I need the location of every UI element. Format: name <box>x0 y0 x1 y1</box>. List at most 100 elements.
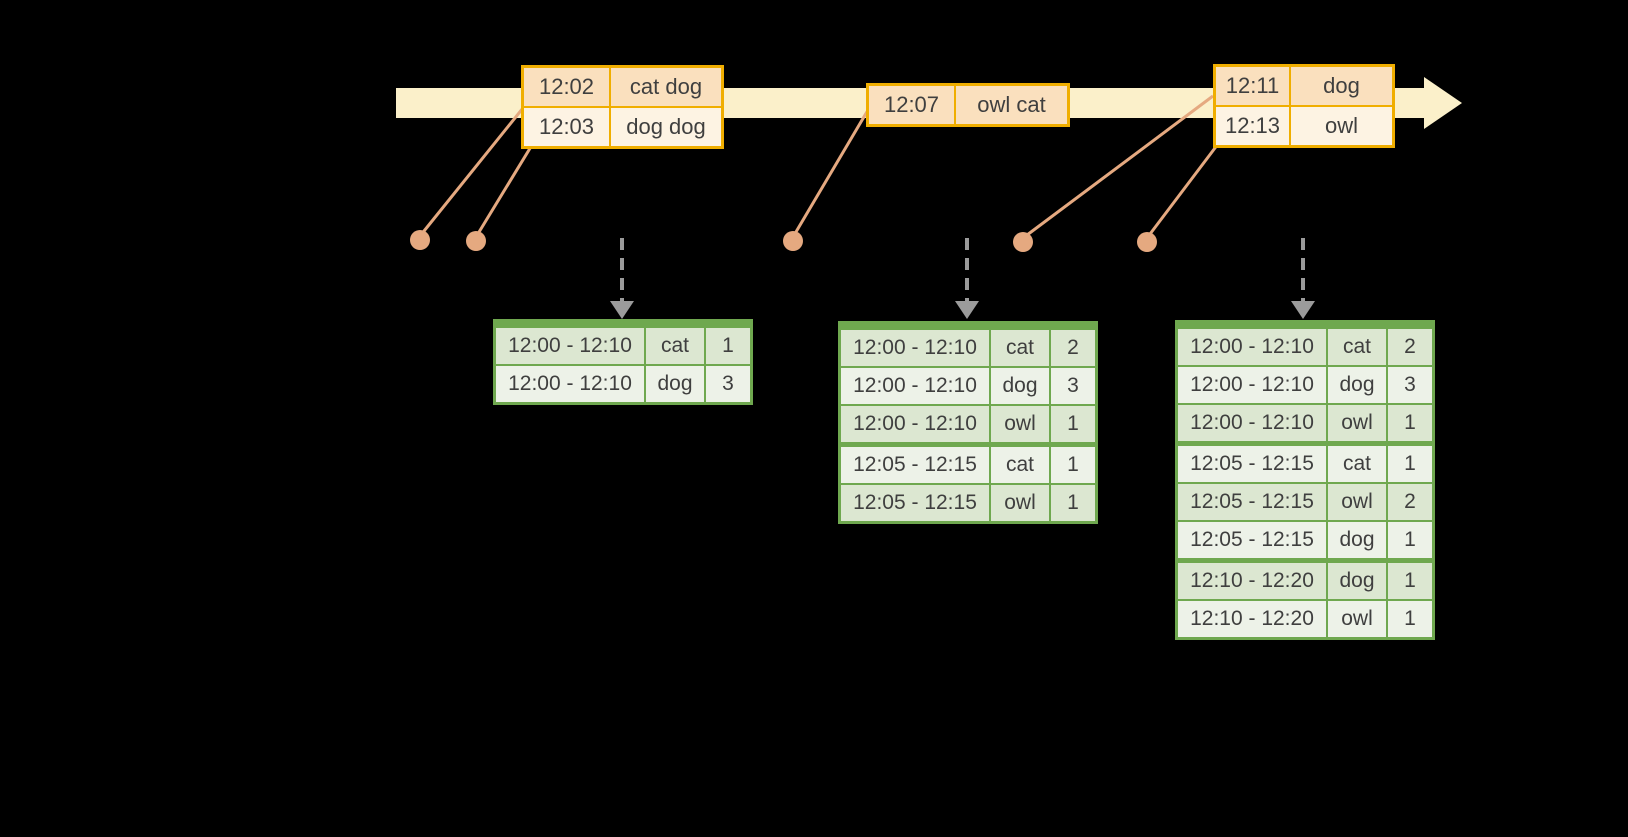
table-cell-word: dog <box>991 368 1049 404</box>
table-cell-window: 12:00 - 12:10 <box>1178 329 1326 365</box>
table-cell-count: 1 <box>1388 563 1432 599</box>
event-dots <box>410 230 1157 252</box>
table-cell-word: cat <box>991 330 1049 366</box>
table-cell-word: owl <box>1328 405 1386 441</box>
table-cell-window: 12:05 - 12:15 <box>841 447 989 483</box>
event-words: dog dog <box>611 108 721 146</box>
event-time: 12:07 <box>869 86 954 124</box>
table-cell-count: 1 <box>1388 601 1432 637</box>
event-words: owl <box>1291 107 1392 145</box>
table-cell-count: 1 <box>1388 405 1432 441</box>
table-cell-window: 12:00 - 12:10 <box>496 328 644 364</box>
table-cell-window: 12:00 - 12:10 <box>841 368 989 404</box>
table-cell-window: 12:00 - 12:10 <box>841 330 989 366</box>
leader-line <box>1022 94 1214 240</box>
event-dot <box>1013 232 1033 252</box>
table-cell-word: owl <box>991 406 1049 442</box>
table-cell-count: 1 <box>1051 485 1095 521</box>
table-cell-count: 1 <box>1051 406 1095 442</box>
table-cell-window: 12:10 - 12:20 <box>1178 563 1326 599</box>
event-time: 12:11 <box>1216 67 1289 105</box>
event-box-1211-1213: 12:11 dog 12:13 owl <box>1213 64 1395 148</box>
table-cell-count: 1 <box>1051 447 1095 483</box>
table-cell-word: owl <box>991 485 1049 521</box>
event-dot <box>466 231 486 251</box>
table-cell-word: dog <box>1328 522 1386 558</box>
table-cell-count: 3 <box>706 366 750 402</box>
arrow-down-icon <box>1291 301 1315 319</box>
table-cell-window: 12:05 - 12:15 <box>1178 484 1326 520</box>
arrow-down-icon <box>610 301 634 319</box>
event-dot <box>783 231 803 251</box>
table-cell-word: owl <box>1328 601 1386 637</box>
table-cell-count: 2 <box>1388 484 1432 520</box>
table-cell-count: 1 <box>706 328 750 364</box>
event-words: owl cat <box>956 86 1067 124</box>
event-row: 12:11 dog <box>1216 67 1392 105</box>
leader-line <box>791 109 870 238</box>
trigger-arrowheads <box>610 301 1315 319</box>
table-cell-word: cat <box>1328 329 1386 365</box>
table-cell-window: 12:05 - 12:15 <box>841 485 989 521</box>
trigger-arrows <box>620 238 1305 303</box>
table-cell-count: 2 <box>1051 330 1095 366</box>
event-dot <box>410 230 430 250</box>
table-cell-window: 12:00 - 12:10 <box>1178 367 1326 403</box>
event-row: 12:03 dog dog <box>524 108 721 146</box>
leader-line <box>474 144 534 238</box>
table-cell-word: dog <box>646 366 704 402</box>
table-cell-count: 2 <box>1388 329 1432 365</box>
event-dot <box>1137 232 1157 252</box>
event-box-1202-1203: 12:02 cat dog 12:03 dog dog <box>521 65 724 149</box>
event-words: cat dog <box>611 68 721 106</box>
table-cell-count: 1 <box>1388 446 1432 482</box>
table-cell-word: dog <box>1328 367 1386 403</box>
leader-line <box>418 107 525 237</box>
table-cell-count: 3 <box>1051 368 1095 404</box>
event-row: 12:13 owl <box>1216 107 1392 145</box>
table-cell-window: 12:10 - 12:20 <box>1178 601 1326 637</box>
event-box-1207: 12:07 owl cat <box>866 83 1070 127</box>
timeline-arrowhead-icon <box>1424 77 1462 129</box>
table-cell-word: cat <box>991 447 1049 483</box>
table-cell-count: 1 <box>1388 522 1432 558</box>
event-row: 12:02 cat dog <box>524 68 721 106</box>
table-cell-window: 12:00 - 12:10 <box>841 406 989 442</box>
event-time: 12:13 <box>1216 107 1289 145</box>
table-cell-window: 12:05 - 12:15 <box>1178 446 1326 482</box>
table-cell-window: 12:05 - 12:15 <box>1178 522 1326 558</box>
event-words: dog <box>1291 67 1392 105</box>
leader-line <box>1145 143 1220 239</box>
table-cell-word: owl <box>1328 484 1386 520</box>
table-cell-word: dog <box>1328 563 1386 599</box>
table-cell-word: cat <box>646 328 704 364</box>
event-row: 12:07 owl cat <box>869 86 1067 124</box>
event-time: 12:02 <box>524 68 609 106</box>
table-cell-window: 12:00 - 12:10 <box>496 366 644 402</box>
arrow-down-icon <box>955 301 979 319</box>
leader-lines <box>418 94 1220 240</box>
event-time: 12:03 <box>524 108 609 146</box>
table-cell-word: cat <box>1328 446 1386 482</box>
table-cell-count: 3 <box>1388 367 1432 403</box>
table-cell-window: 12:00 - 12:10 <box>1178 405 1326 441</box>
